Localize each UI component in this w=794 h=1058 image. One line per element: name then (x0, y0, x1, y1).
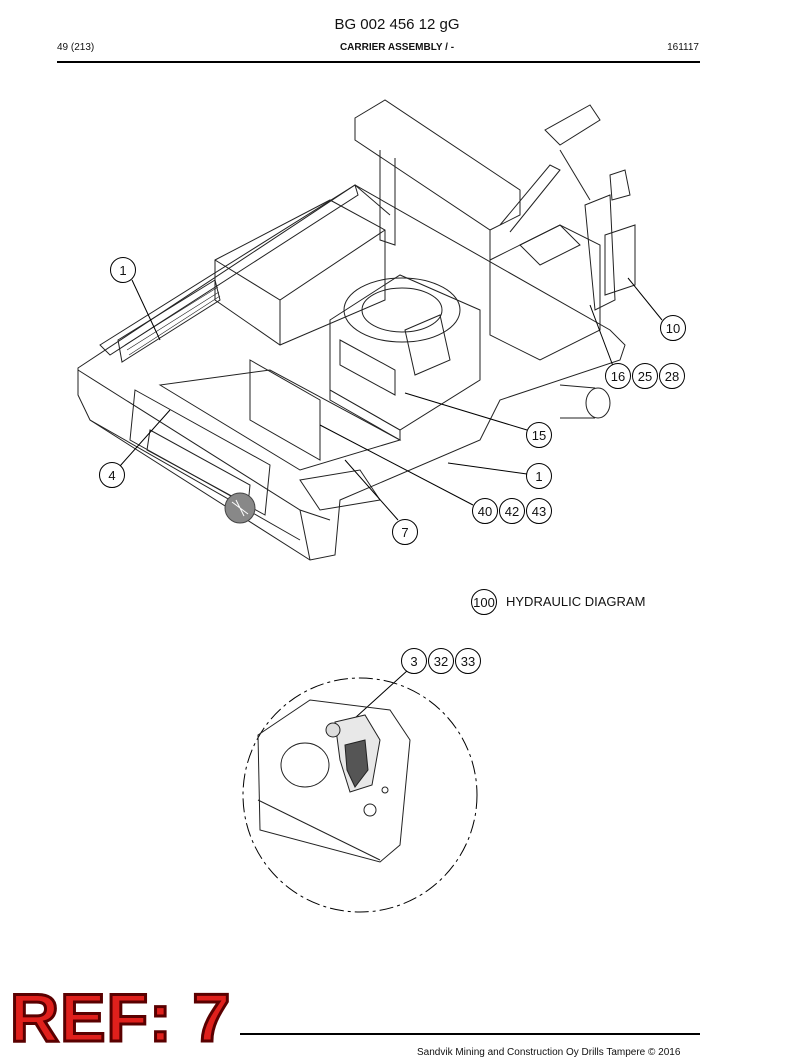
page-number: 49 (213) (57, 42, 95, 53)
document-date: 161117 (667, 42, 699, 53)
callout-43: 43 (526, 498, 552, 524)
document-number: BG 002 456 12 gG (334, 16, 460, 33)
header-rule (57, 61, 700, 63)
callout-7: 7 (392, 519, 418, 545)
hydraulic-diagram-label: HYDRAULIC DIAGRAM (506, 594, 646, 609)
callout-33: 33 (455, 648, 481, 674)
callout-1-right: 1 (526, 463, 552, 489)
callout-28: 28 (659, 363, 685, 389)
callout-40: 40 (472, 498, 498, 524)
callout-1-left: 1 (110, 257, 136, 283)
ref-stamp: REF: 7 (8, 980, 232, 1056)
callout-4: 4 (99, 462, 125, 488)
callout-32: 32 (428, 648, 454, 674)
callout-15: 15 (526, 422, 552, 448)
callout-16: 16 (605, 363, 631, 389)
callout-3: 3 (401, 648, 427, 674)
callout-100: 100 (471, 589, 497, 615)
section-title: CARRIER ASSEMBLY / - (339, 42, 455, 53)
callout-42: 42 (499, 498, 525, 524)
footer-rule (240, 1033, 700, 1035)
callout-25: 25 (632, 363, 658, 389)
callout-10: 10 (660, 315, 686, 341)
